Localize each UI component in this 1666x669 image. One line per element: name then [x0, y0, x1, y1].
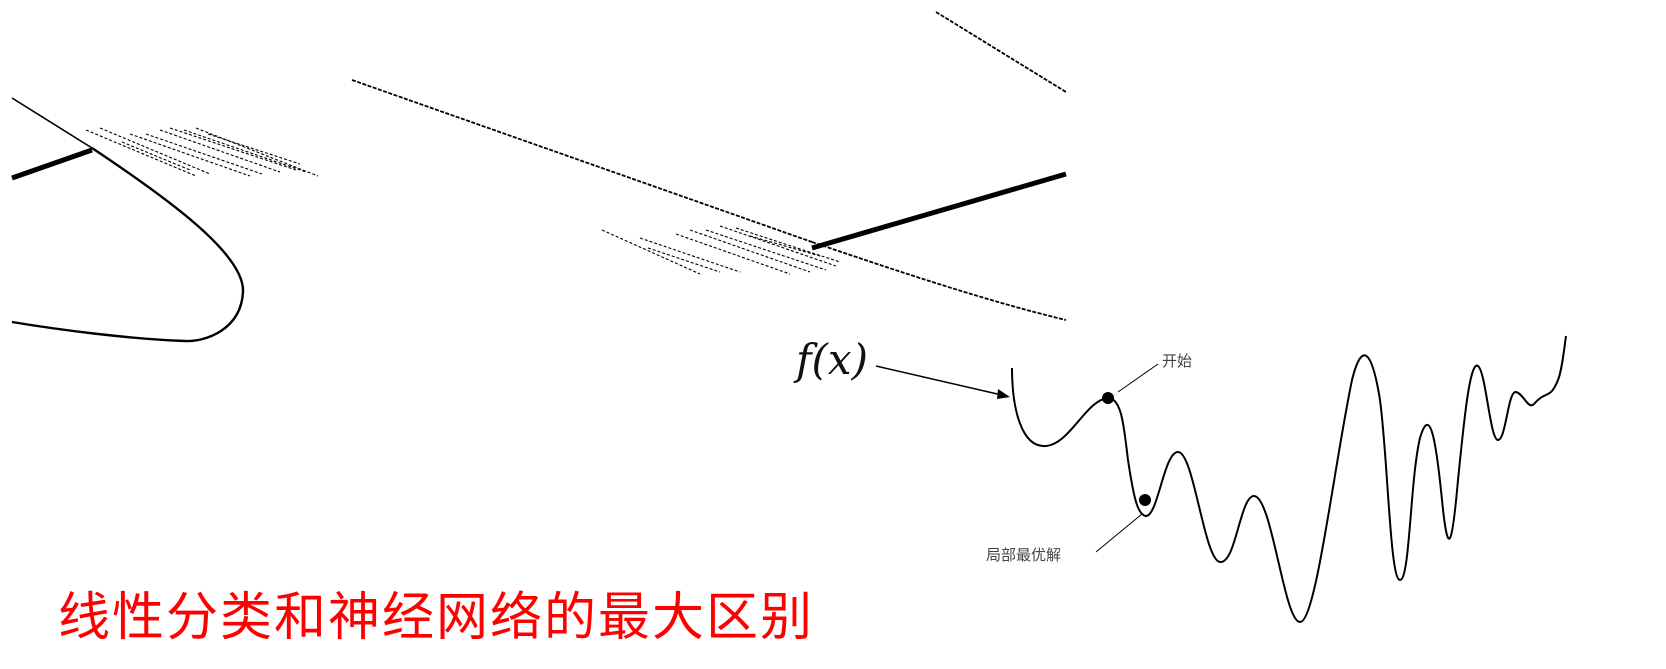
function-panel: f(x) 开始 局部最优解 — [793, 335, 1567, 624]
middle-hatch-marks — [601, 225, 841, 275]
local-optimum-label: 局部最优解 — [986, 546, 1061, 564]
function-curve — [1011, 335, 1567, 624]
left-panel — [11, 97, 319, 343]
middle-panel — [351, 11, 1067, 321]
start-leader-line — [1117, 363, 1159, 393]
caption-title: 线性分类和神经网络的最大区别 — [58, 588, 815, 648]
function-label-arrowhead — [997, 389, 1010, 399]
middle-lower-line — [811, 241, 1067, 321]
left-parabola-curve — [11, 147, 245, 343]
left-thick-line — [11, 147, 93, 181]
start-point — [1102, 392, 1114, 404]
middle-thick-line — [811, 171, 1067, 251]
left-thin-diagonal — [11, 97, 93, 149]
function-label-arrow — [875, 365, 1007, 397]
start-label: 开始 — [1162, 352, 1192, 370]
local-optimum-leader-line — [1095, 513, 1143, 553]
function-label: f(x) — [793, 335, 868, 384]
middle-upper-right-line — [935, 11, 1067, 93]
local-optimum-point — [1139, 494, 1151, 506]
middle-long-diagonal — [351, 79, 813, 243]
left-hatch-marks — [85, 127, 319, 177]
